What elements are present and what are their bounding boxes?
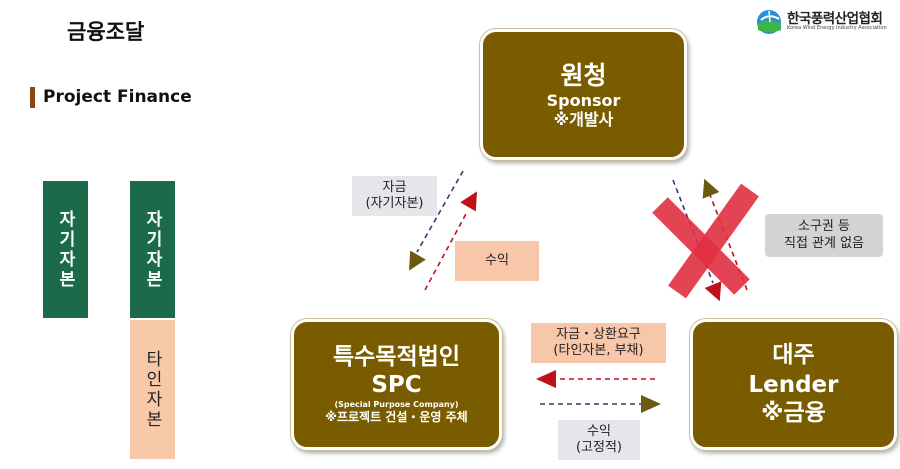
return-arrow-line (424, 211, 468, 291)
logo-korean-name: 한국풍력산업협회 (787, 11, 883, 27)
no-relation-label: 소구권 등 직접 관계 없음 (765, 214, 883, 257)
debt-bar: 타인자본 (130, 320, 175, 459)
fixed-return-label: 수익 (고정적) (558, 420, 640, 460)
equity-bar-left: 자기자본 (43, 181, 88, 318)
no-relation-label-line2: 직접 관계 없음 (783, 235, 865, 251)
funding-arrowhead (409, 250, 426, 271)
spc-subtitle: SPC (371, 371, 422, 398)
association-logo: 한국풍력산업협회 Korea Wind Energy Industry Asso… (755, 6, 900, 38)
no-relation-label-line1: 소구권 등 (798, 219, 850, 235)
return-sponsor-label: 수익 (455, 241, 539, 281)
repayment-label: 자금・상환요구 (타인자본, 부채) (531, 323, 666, 363)
lender-subtitle: Lender (748, 371, 839, 398)
no-relation-cross-icon (652, 183, 759, 299)
sponsor-node: 원청 Sponsor ※개발사 (480, 29, 687, 160)
funding-label-line2: (자기자본) (365, 196, 424, 211)
page-title: 금융조달 (67, 20, 145, 44)
equity-bar-left-label: 자기자본 (55, 209, 75, 290)
funding-label: 자금 (자기자본) (352, 176, 437, 216)
logo-english-name: Korea Wind Energy Industry Association (787, 25, 887, 31)
spc-node: 특수목적법인 SPC (Special Purpose Company) ※프로… (291, 319, 502, 450)
spc-title: 특수목적법인 (333, 343, 460, 370)
spc-detail: (Special Purpose Company) (334, 400, 459, 410)
return-sponsor-label-line1: 수익 (485, 252, 509, 268)
return-arrowhead (460, 191, 477, 212)
funding-arrow-line (416, 170, 464, 253)
fixed-return-label-line1: 수익 (587, 423, 611, 439)
equity-bar-right-label: 자기자본 (142, 209, 162, 290)
fixed-return-arrowhead (641, 395, 661, 413)
lender-title: 대주 (772, 341, 815, 368)
fixed-return-label-line2: (고정적) (575, 440, 623, 455)
section-marker (30, 87, 35, 108)
sponsor-lender-line-2 (709, 194, 748, 291)
repayment-arrowhead (536, 370, 556, 388)
section-title: Project Finance (43, 87, 192, 107)
lender-note: ※금융 (761, 400, 826, 427)
sponsor-subtitle: Sponsor (546, 90, 621, 110)
sponsor-title: 원청 (560, 60, 607, 90)
debt-bar-label: 타인자본 (142, 349, 162, 430)
sponsor-lender-arrowhead-down (704, 281, 722, 302)
wind-logo-icon (757, 10, 781, 34)
sponsor-note: ※개발사 (553, 110, 614, 130)
funding-label-line1: 자금 (382, 179, 407, 195)
sponsor-lender-arrowhead-up (702, 178, 720, 199)
equity-bar-right: 자기자본 (130, 181, 175, 318)
spc-note: ※프로젝트 건설・운영 주체 (325, 410, 468, 425)
lender-node: 대주 Lender ※금융 (690, 319, 897, 450)
repayment-label-line1: 자금・상환요구 (556, 326, 641, 342)
repayment-label-line2: (타인자본, 부채) (553, 343, 644, 358)
